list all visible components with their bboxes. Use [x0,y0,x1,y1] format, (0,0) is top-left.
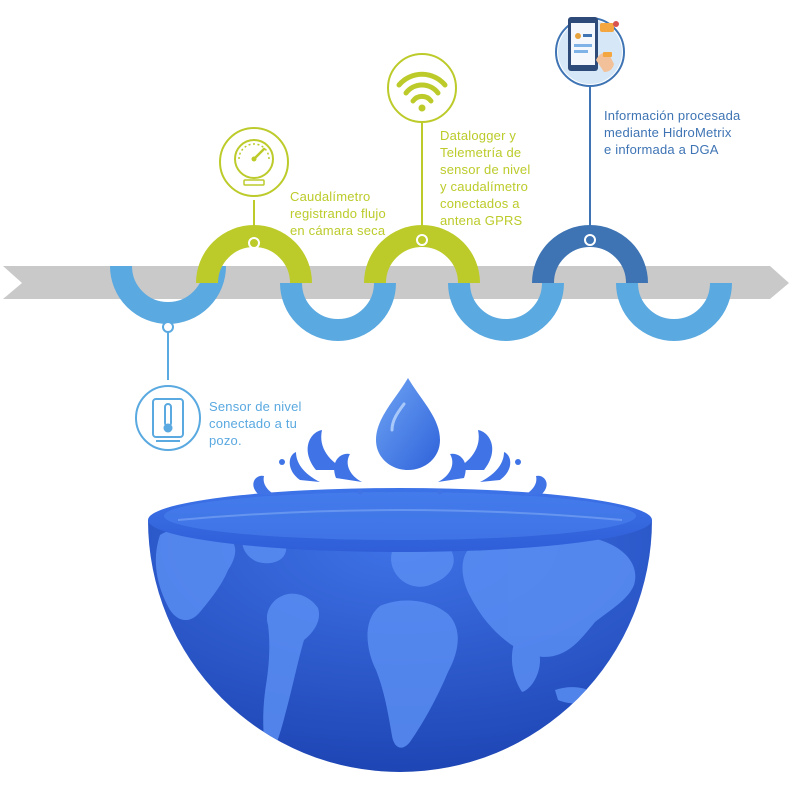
label-line: Caudalímetro [290,189,371,204]
loop-tail [616,282,732,341]
label-line: antena GPRS [440,213,523,228]
node-caudal [248,237,260,249]
label-line: Datalogger y [440,128,517,143]
label-line: conectado a tu [209,416,298,431]
label-line: y caudalímetro [440,179,529,194]
label-line: mediante HidroMetrix [604,125,732,140]
water-splash [253,430,547,496]
label-line: Información procesada [604,108,741,123]
label-sensor: Sensor de nivel conectado a tu pozo. [209,398,302,449]
label-line: conectados a [440,196,520,211]
connectors [162,84,596,380]
label-datalogger: Datalogger y Telemetría de sensor de nivel… [440,127,530,229]
water-drop [376,378,440,470]
loop-blue-2 [280,282,396,341]
label-line: sensor de nivel [440,162,531,177]
label-line: en cámara seca [290,223,386,238]
wifi-icon [387,53,457,123]
label-informacion: Información procesada mediante HidroMetri… [604,107,740,158]
label-caudalimetro: Caudalímetro registrando flujo en cámara s… [290,188,386,239]
loop-sensor [110,265,226,324]
label-line: pozo. [209,433,242,448]
water-globe [148,488,652,772]
label-line: e informada a DGA [604,142,719,157]
label-line: Telemetría de [440,145,522,160]
loop-blue-3 [448,282,564,341]
label-line: Sensor de nivel [209,399,302,414]
node-info [584,234,596,246]
label-line: registrando flujo [290,206,386,221]
mobile-app-icon [555,17,625,87]
flow-gauge-icon [219,127,289,197]
node-sensor [162,321,174,333]
node-datalogger [416,234,428,246]
level-sensor-icon [135,385,201,451]
